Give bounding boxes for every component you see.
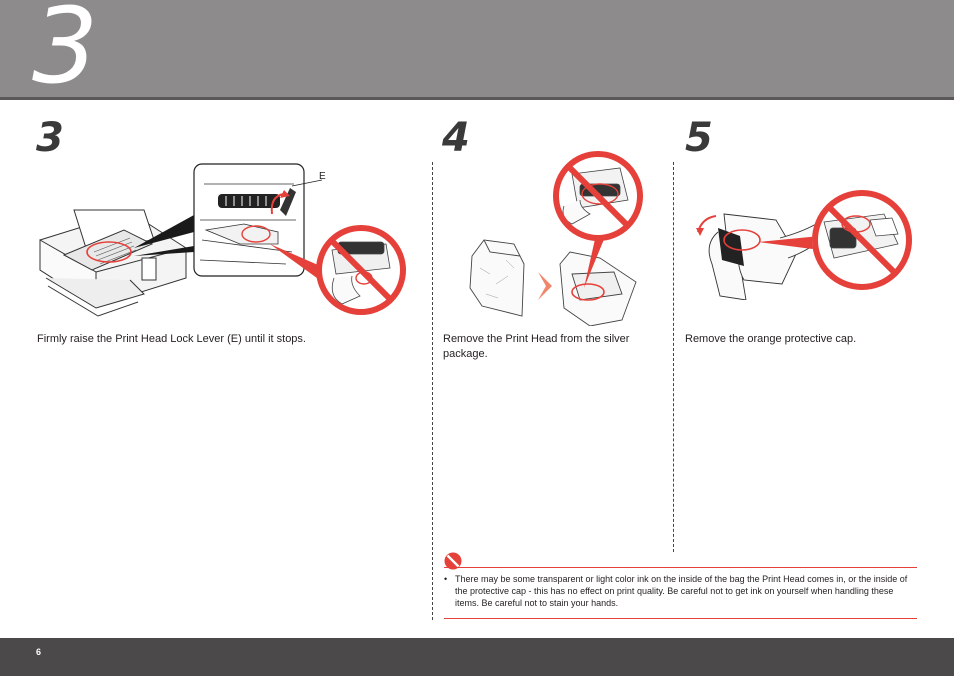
column-divider-right: [673, 162, 674, 552]
chapter-number: 3: [32, 0, 99, 107]
column-divider-left: [432, 162, 433, 620]
step-3-caption: Firmly raise the Print Head Lock Lever (…: [37, 333, 306, 345]
step-number-4: 4: [442, 115, 470, 161]
step-number-5: 5: [685, 115, 713, 161]
step-number-3: 3: [36, 115, 64, 161]
caution-box: • There may be some transparent or light…: [444, 552, 917, 620]
caution-rule-top: [444, 567, 917, 568]
caution-text: • There may be some transparent or light…: [444, 574, 908, 608]
step-5-illustration: [696, 190, 912, 300]
caution-rule-bottom: [444, 618, 917, 619]
step-4-caption: Remove the Print Head from the silver pa…: [443, 333, 630, 360]
prohibited-illustration: [316, 225, 406, 315]
page-number: 6: [36, 647, 42, 657]
lever-label-e: E: [319, 171, 326, 182]
prohibited-icon: [444, 552, 462, 570]
prohibited-illustration: [812, 190, 912, 290]
prohibited-illustration: [553, 151, 643, 241]
caution-text-body: There may be some transparent or light c…: [455, 574, 908, 608]
step-5-caption: Remove the orange protective cap.: [685, 333, 857, 345]
page-footer: 6: [0, 638, 954, 676]
page-header: 3: [0, 0, 954, 100]
step-4-illustration: [469, 151, 643, 326]
step-3-illustration: E: [39, 163, 406, 317]
